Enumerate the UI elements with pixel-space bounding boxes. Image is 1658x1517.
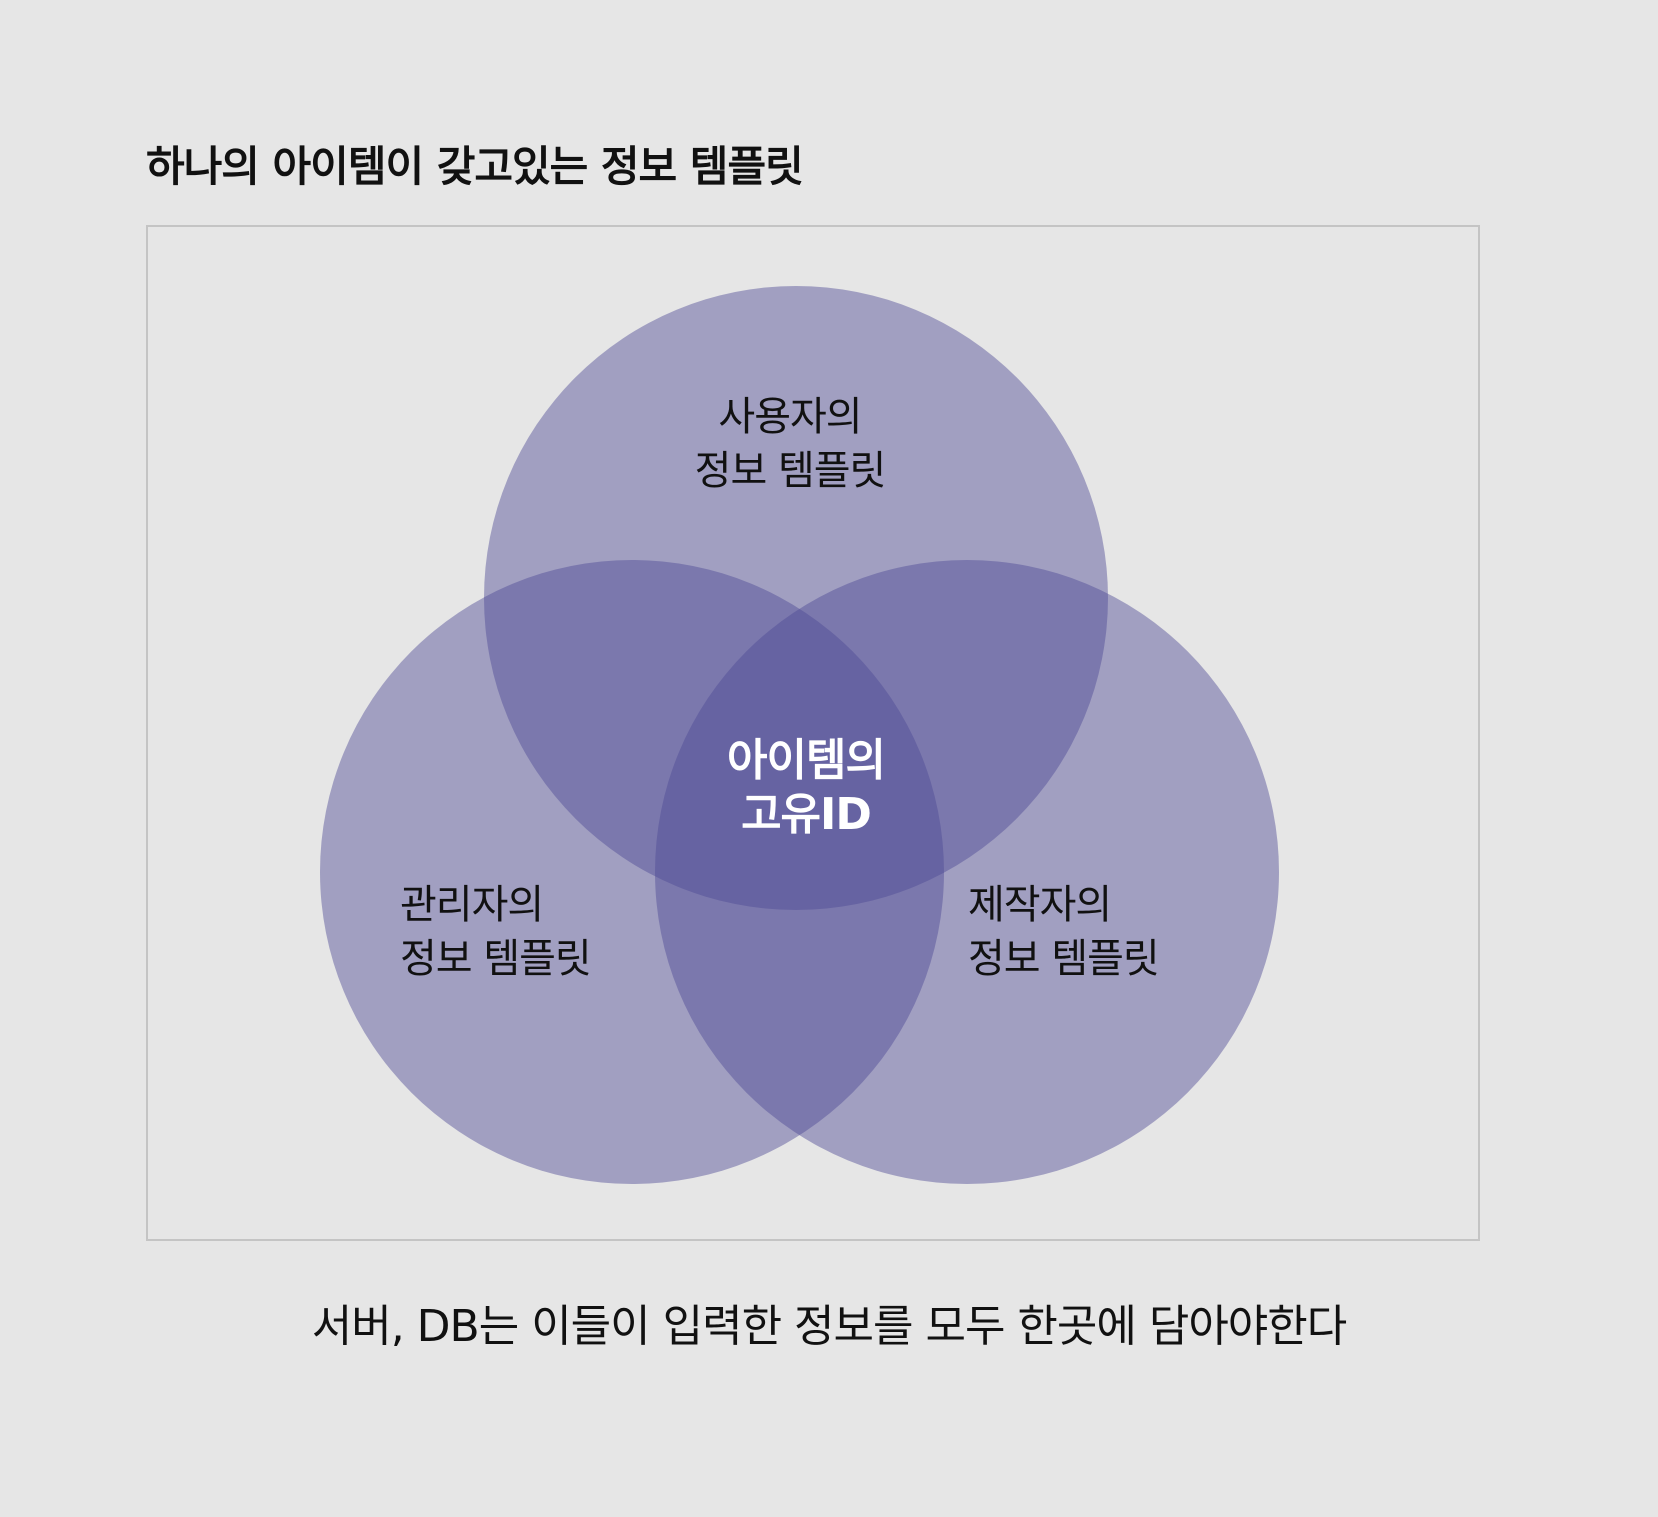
- venn-circle-maker: [655, 560, 1279, 1184]
- venn-label-user-line: 정보 템플릿: [695, 448, 886, 494]
- venn-label-admin-line: 정보 템플릿: [400, 936, 591, 982]
- venn-circle-user: [484, 286, 1108, 910]
- venn-label-maker-line: 정보 템플릿: [968, 936, 1159, 982]
- venn-label-intersection-line: 아이템의: [727, 735, 885, 786]
- venn-label-maker-line: 제작자의: [968, 882, 1111, 928]
- diagram-caption: 서버, DB는 이들이 입력한 정보를 모두 한곳에 담아야한다: [311, 1301, 1348, 1352]
- venn-label-admin-line: 관리자의: [400, 882, 543, 928]
- venn-label-user-line: 사용자의: [718, 394, 861, 440]
- diagram-frame: [146, 225, 1480, 1241]
- diagram-title: 하나의 아이템이 갖고있는 정보 템플릿: [146, 142, 804, 191]
- venn-circle-admin: [320, 560, 944, 1184]
- venn-label-intersection-line: 고유ID: [741, 789, 871, 840]
